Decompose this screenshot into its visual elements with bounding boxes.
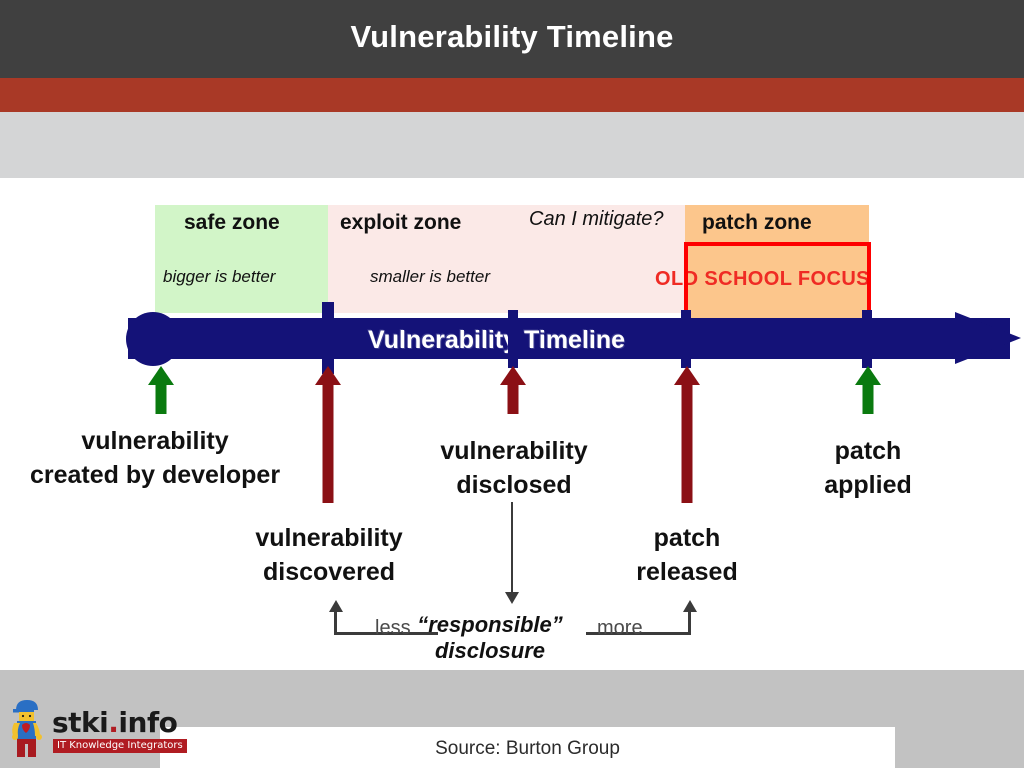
callout-line-2: applied [824, 470, 912, 499]
timeline-tick-applied [862, 310, 872, 368]
arrow-vulnerability-disclosed [498, 366, 528, 414]
disclosure-bracket-left-arrowhead-icon [329, 600, 343, 612]
logo-word-part-2: info [118, 706, 178, 739]
disclosure-more-label: more [597, 617, 643, 639]
arrow-vulnerability-discovered [313, 366, 343, 503]
callout-vulnerability-created: vulnerability created by developer [0, 425, 310, 492]
disclosure-title-line-2: disclosure [434, 638, 546, 663]
zone-safe-subtitle: bigger is better [163, 267, 276, 286]
logo-dot: . [108, 706, 119, 739]
arrow-patch-released [672, 366, 702, 503]
disclosure-connector-arrowhead-icon [505, 592, 519, 604]
stki-logo-tagline: IT Knowledge Integrators [53, 739, 187, 753]
callout-line-2: released [636, 557, 738, 586]
accent-bar [0, 78, 1024, 112]
disclosure-bracket-right-horizontal [586, 632, 690, 635]
callout-patch-applied: patch applied [744, 435, 992, 502]
mitigate-question: Can I mitigate? [529, 208, 664, 230]
callout-vulnerability-discovered: vulnerability discovered [205, 522, 453, 589]
footer-panel [160, 727, 895, 768]
stki-logo[interactable]: stki.info IT Knowledge Integrators [6, 694, 187, 760]
slide-title-bar [0, 0, 1024, 78]
callout-line-1: vulnerability [81, 427, 229, 455]
arrow-patch-applied [853, 366, 883, 414]
disclosure-less-label: less [375, 617, 411, 639]
old-school-focus-highlight-box [684, 242, 871, 323]
arrow-vulnerability-created [146, 366, 176, 414]
zone-patch [685, 205, 869, 323]
stki-logo-wordmark: stki.info [52, 706, 178, 739]
source-caption: Source: Burton Group [435, 738, 620, 759]
callout-line-2: created by developer [29, 460, 281, 489]
lego-minifigure-icon [12, 700, 42, 757]
callout-patch-released: patch released [563, 522, 811, 589]
callout-line-2: discovered [262, 557, 395, 586]
page-title: Vulnerability Timeline [350, 19, 674, 54]
disclosure-connector-line [511, 502, 513, 592]
callout-line-2: disclosed [456, 470, 572, 499]
disclosure-bracket-right-arrowhead-icon [683, 600, 697, 612]
zone-exploit [328, 205, 685, 313]
callout-line-1: vulnerability [440, 437, 588, 465]
callout-line-1: patch [653, 524, 721, 552]
zone-exploit-subtitle: smaller is better [370, 267, 490, 286]
timeline-tick-released [681, 310, 691, 368]
timeline-tick-disclosed [508, 310, 518, 368]
timeline-tick-discovered [322, 302, 334, 374]
disclosure-bracket-left-vertical [334, 610, 337, 635]
disclosure-bracket-left-horizontal [334, 632, 438, 635]
zone-safe [155, 205, 328, 313]
disclosure-title-line-1: “responsible” [417, 612, 563, 637]
timeline-axis-label: Vulnerability Timeline [368, 326, 626, 354]
disclosure-bracket-right-vertical [688, 610, 691, 635]
old-school-focus-label: OLD SCHOOL FOCUS [655, 268, 870, 290]
zone-patch-title: patch zone [702, 211, 812, 234]
callout-vulnerability-disclosed: vulnerability disclosed [390, 435, 638, 502]
zone-exploit-title: exploit zone [340, 211, 462, 234]
sub-header-band [0, 112, 1024, 178]
zone-safe-title: safe zone [184, 211, 280, 234]
timeline-arrowhead-icon [955, 312, 1021, 364]
callout-line-1: patch [834, 437, 902, 465]
callout-line-1: vulnerability [255, 524, 403, 552]
logo-word-part-1: stki [52, 706, 109, 739]
